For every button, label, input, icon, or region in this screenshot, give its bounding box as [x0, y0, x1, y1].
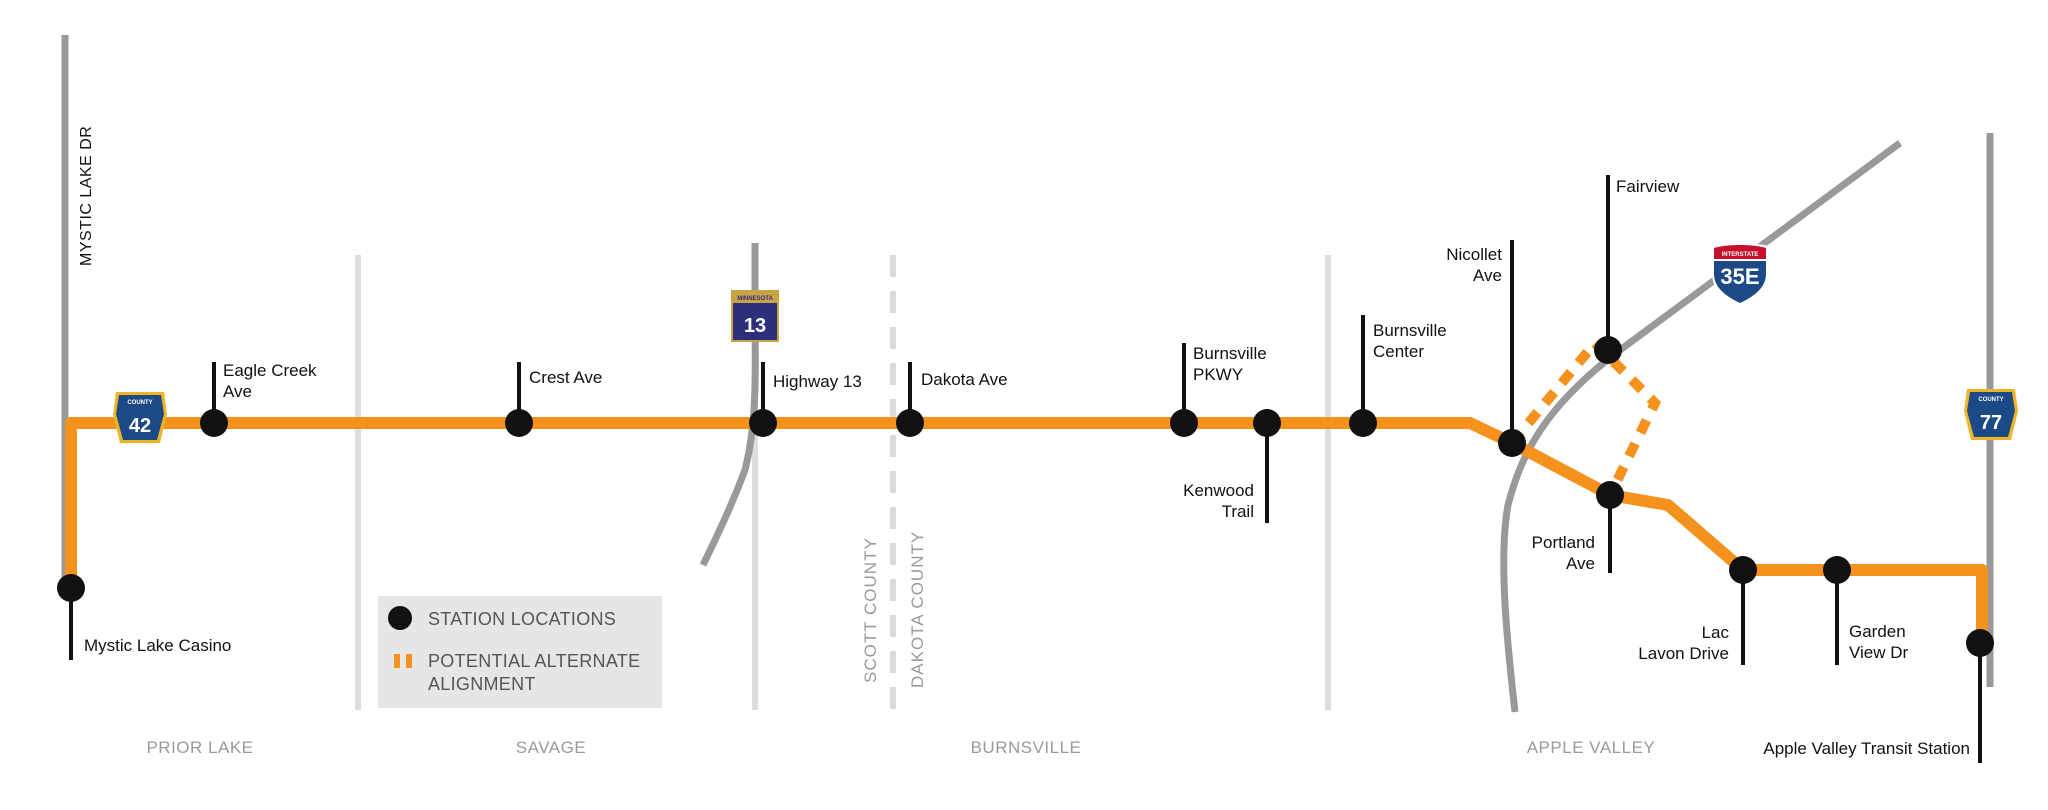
- county-42-shield: COUNTY 42: [113, 392, 167, 443]
- station-kenwood-trail[interactable]: [1253, 409, 1281, 437]
- station-dots: [57, 336, 1994, 657]
- label-dakota-ave: Dakota Ave: [921, 370, 1008, 389]
- label-eagle-creek-1: Eagle Creek: [223, 361, 317, 380]
- label-apple-valley-transit: Apple Valley Transit Station: [1763, 739, 1970, 758]
- label-highway-13: Highway 13: [773, 372, 862, 391]
- city-savage: SAVAGE: [516, 738, 586, 757]
- label-nicollet-ave-2: Ave: [1473, 266, 1502, 285]
- station-mystic-lake-casino[interactable]: [57, 574, 85, 602]
- label-burnsville-center-2: Center: [1373, 342, 1424, 361]
- roads: [61, 35, 1994, 713]
- svg-text:77: 77: [1980, 412, 2002, 434]
- station-crest-ave[interactable]: [505, 409, 533, 437]
- station-fairview[interactable]: [1594, 336, 1622, 364]
- dakota-county-label: DAKOTA COUNTY: [908, 531, 927, 688]
- station-portland-ave[interactable]: [1596, 481, 1624, 509]
- city-prior-lake: PRIOR LAKE: [146, 738, 253, 757]
- station-eagle-creek[interactable]: [200, 409, 228, 437]
- mystic-lake-dr-label: MYSTIC LAKE DR: [78, 126, 95, 266]
- scott-county-label: SCOTT COUNTY: [861, 537, 880, 683]
- county-77-shield: COUNTY 77: [1964, 389, 2018, 440]
- legend-alternate-label-2: ALIGNMENT: [428, 674, 536, 694]
- svg-text:COUNTY: COUNTY: [1978, 397, 2003, 403]
- station-nicollet-ave[interactable]: [1498, 429, 1526, 457]
- station-garden-view[interactable]: [1823, 556, 1851, 584]
- svg-text:42: 42: [129, 415, 151, 437]
- label-kenwood-trail-2: Trail: [1222, 502, 1254, 521]
- station-apple-valley-transit[interactable]: [1966, 629, 1994, 657]
- label-nicollet-ave-1: Nicollet: [1446, 245, 1502, 264]
- svg-text:13: 13: [744, 315, 766, 337]
- label-crest-ave: Crest Ave: [529, 368, 602, 387]
- label-burnsville-pkwy-2: PKWY: [1193, 365, 1243, 384]
- label-burnsville-center-1: Burnsville: [1373, 321, 1447, 340]
- legend: STATION LOCATIONS POTENTIAL ALTERNATE AL…: [378, 596, 662, 708]
- label-portland-ave-1: Portland: [1532, 533, 1595, 552]
- svg-text:COUNTY: COUNTY: [127, 400, 152, 406]
- city-burnsville: BURNSVILLE: [971, 738, 1082, 757]
- svg-text:INTERSTATE: INTERSTATE: [1722, 252, 1759, 258]
- label-garden-view-2: View Dr: [1849, 643, 1909, 662]
- legend-stations-label: STATION LOCATIONS: [428, 609, 616, 629]
- label-burnsville-pkwy-1: Burnsville: [1193, 344, 1267, 363]
- label-lac-lavon-1: Lac: [1702, 623, 1730, 642]
- station-highway-13[interactable]: [749, 409, 777, 437]
- alternate-alignment: [1508, 335, 1662, 498]
- i35e-shield: INTERSTATE 35E: [1712, 243, 1768, 306]
- legend-alternate-label-1: POTENTIAL ALTERNATE: [428, 651, 640, 671]
- station-dakota-ave[interactable]: [896, 409, 924, 437]
- city-labels: PRIOR LAKE SAVAGE BURNSVILLE APPLE VALLE…: [146, 738, 1656, 757]
- station-lac-lavon[interactable]: [1729, 556, 1757, 584]
- legend-station-icon: [388, 606, 412, 630]
- station-labels: Mystic Lake Casino Eagle Creek Ave Crest…: [84, 177, 1970, 758]
- label-kenwood-trail-1: Kenwood: [1183, 481, 1254, 500]
- station-burnsville-center[interactable]: [1349, 409, 1377, 437]
- label-portland-ave-2: Ave: [1566, 554, 1595, 573]
- station-burnsville-pkwy[interactable]: [1170, 409, 1198, 437]
- svg-text:MINNESOTA: MINNESOTA: [737, 296, 773, 302]
- label-garden-view-1: Garden: [1849, 622, 1906, 641]
- highway-13-road: [699, 243, 759, 567]
- label-mystic-lake-casino: Mystic Lake Casino: [84, 636, 231, 655]
- svg-text:35E: 35E: [1720, 264, 1759, 289]
- city-apple-valley: APPLE VALLEY: [1527, 738, 1656, 757]
- legend-alternate-icon-a: [394, 654, 400, 668]
- i35e-road: [1500, 140, 1903, 713]
- mn-13-shield: MINNESOTA 13: [731, 290, 779, 342]
- label-fairview: Fairview: [1616, 177, 1680, 196]
- label-lac-lavon-2: Lavon Drive: [1638, 644, 1729, 663]
- label-eagle-creek-2: Ave: [223, 382, 252, 401]
- legend-alternate-icon-b: [406, 654, 412, 668]
